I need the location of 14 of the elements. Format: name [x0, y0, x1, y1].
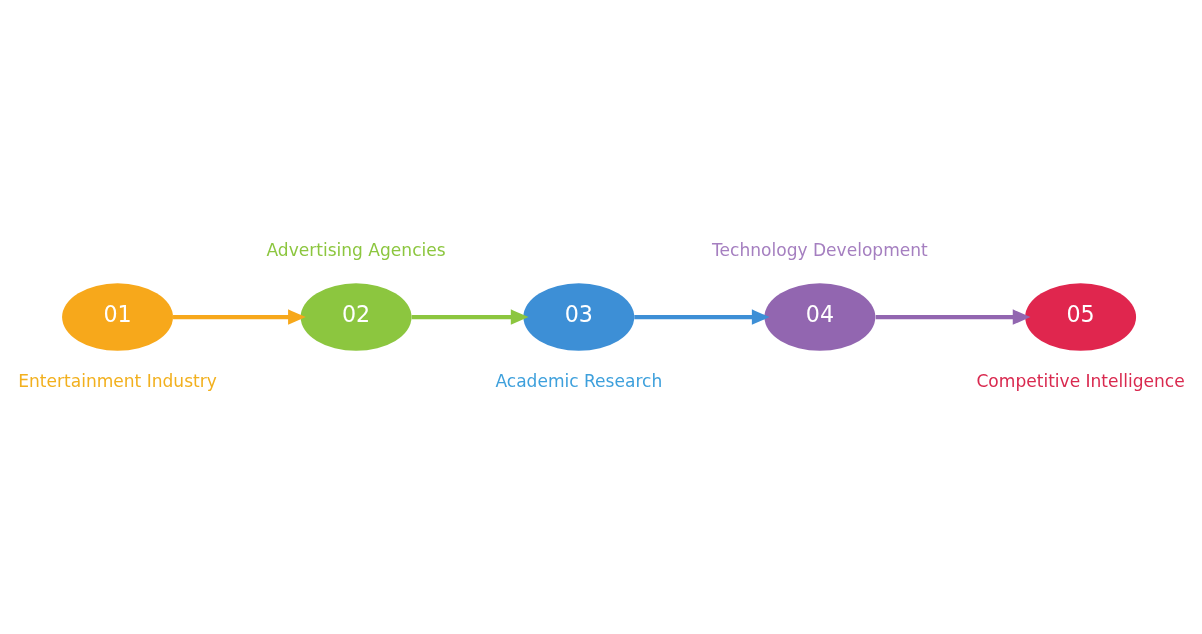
node-ellipse: 04	[764, 282, 876, 351]
node-label: Technology Development	[712, 239, 928, 260]
node-label: Academic Research	[495, 370, 663, 391]
node-ellipse: 01	[62, 282, 173, 351]
arrow	[411, 308, 529, 325]
node-ellipse: 03	[523, 282, 635, 351]
arrow	[173, 308, 306, 325]
node-ellipse: 05	[1025, 282, 1137, 351]
node-ellipse: 02	[300, 282, 412, 351]
node-label: Entertainment Industry	[18, 370, 217, 391]
arrow	[634, 308, 770, 325]
arrow	[875, 308, 1031, 325]
node-label: Advertising Agencies	[266, 239, 446, 260]
node-label: Competitive Intelligence	[976, 370, 1185, 391]
